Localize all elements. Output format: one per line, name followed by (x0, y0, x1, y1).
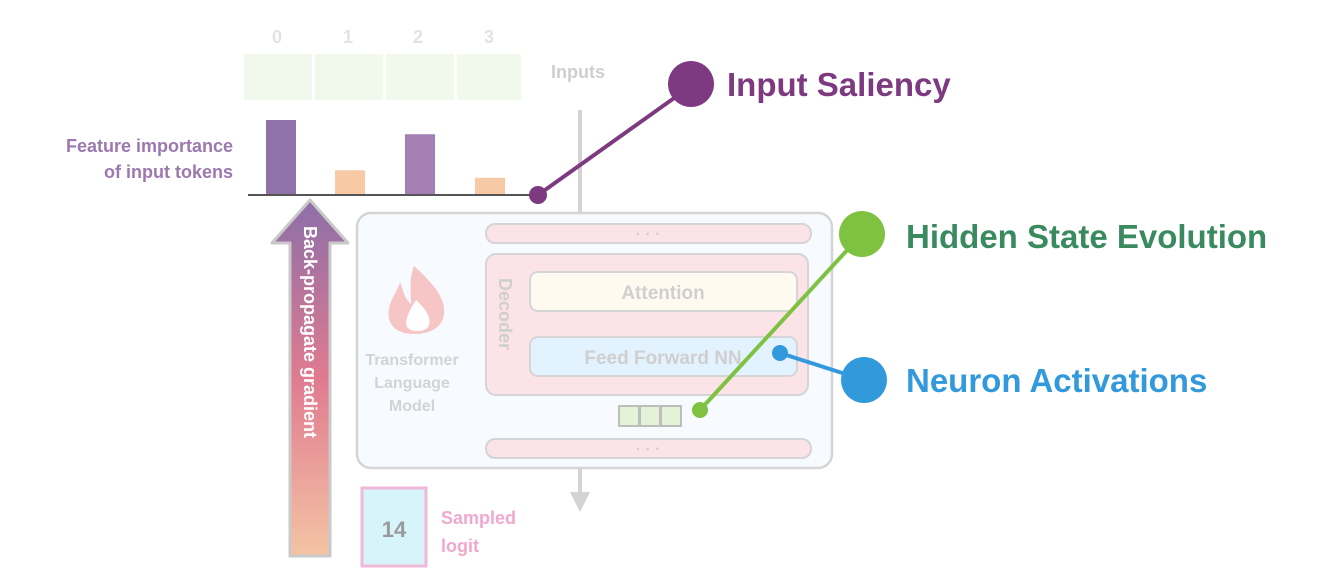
input-token-cell-1 (315, 54, 383, 100)
saliency-bars (266, 120, 505, 195)
inputs-label: Inputs (551, 62, 605, 82)
sampled-logit-value: 14 (382, 517, 407, 542)
hidden-state-title: Hidden State Evolution (906, 218, 1267, 255)
sampled-logit-box (360, 486, 428, 568)
token-index-2: 2 (413, 27, 423, 47)
saliency-bar-3 (475, 177, 505, 195)
top-ellipsis: · · · (636, 226, 661, 243)
sampled-logit-caption-line1: Sampled (441, 508, 516, 528)
token-index-1: 1 (343, 27, 353, 47)
attention-block (529, 271, 798, 312)
saliency-bar-2 (405, 134, 435, 195)
sampled-logit-caption-line2: logit (441, 536, 479, 556)
saliency-bar-1 (335, 170, 365, 195)
model-name-line1: Transformer (365, 352, 458, 369)
model-name-line3: Model (389, 398, 435, 415)
decoder-label: Decoder (495, 278, 515, 350)
hidden-state-vector (618, 405, 682, 427)
flow-arrowhead (570, 492, 590, 512)
hidden-state-marker (839, 211, 885, 257)
input-token-cell-0 (244, 54, 312, 100)
input-token-cell-2 (386, 54, 454, 100)
bottom-ellipsis: · · · (636, 441, 661, 458)
input-saliency-connector (536, 84, 693, 197)
input-saliency-anchor-dot (529, 186, 547, 204)
token-index-0: 0 (272, 27, 282, 47)
model-name-line2: Language (374, 375, 450, 392)
input-saliency-title: Input Saliency (727, 66, 951, 103)
top-layer-strip (485, 223, 812, 244)
saliency-bar-0 (266, 120, 296, 195)
input-token-cell-3 (457, 54, 521, 100)
token-index-3: 3 (484, 27, 494, 47)
neuron-activations-anchor-dot (772, 345, 788, 361)
attention-label: Attention (621, 283, 704, 304)
neuron-activations-title: Neuron Activations (906, 362, 1207, 399)
neuron-activations-marker (841, 357, 887, 403)
input-saliency-marker (668, 61, 714, 107)
saliency-caption-line1: Feature importance (66, 136, 233, 156)
ffn-label: Feed Forward NN (584, 348, 741, 369)
hidden-state-connector (698, 232, 864, 412)
saliency-caption-line2: of input tokens (104, 162, 233, 182)
backprop-label: Back-propagate gradient (300, 226, 320, 438)
hidden-state-anchor-dot (692, 402, 708, 418)
bottom-layer-strip (485, 438, 812, 459)
backprop-arrow (270, 198, 350, 558)
flame-icon (388, 266, 445, 334)
